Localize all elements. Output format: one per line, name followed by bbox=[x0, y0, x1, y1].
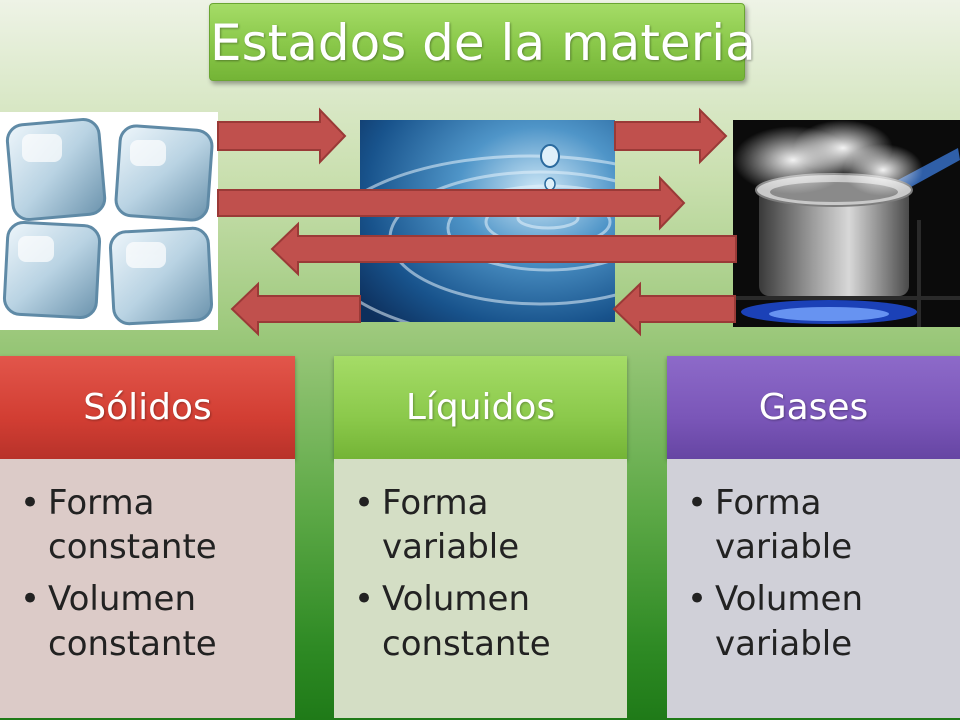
water-drop-image bbox=[360, 120, 615, 322]
card-solidos: Sólidos Forma constante Volumen constant… bbox=[0, 356, 295, 718]
card-body: Forma variable Volumen variable bbox=[667, 459, 960, 718]
list-item: Volumen constante bbox=[20, 577, 285, 665]
card-liquidos: Líquidos Forma variable Volumen constant… bbox=[334, 356, 627, 718]
card-heading: Sólidos bbox=[0, 356, 295, 459]
card-heading: Gases bbox=[667, 356, 960, 459]
ice-cubes-image bbox=[0, 112, 218, 330]
page-title: Estados de la materia bbox=[209, 3, 756, 81]
arrow-evaporation bbox=[614, 107, 728, 165]
card-gases: Gases Forma variable Volumen variable bbox=[667, 356, 960, 718]
arrow-melting bbox=[217, 107, 347, 165]
card-heading: Líquidos bbox=[334, 356, 627, 459]
list-item: Forma constante bbox=[20, 481, 285, 569]
list-item: Forma variable bbox=[687, 481, 950, 569]
list-item: Forma variable bbox=[354, 481, 617, 569]
card-body: Forma variable Volumen constante bbox=[334, 459, 627, 718]
boiling-pot-image bbox=[733, 120, 960, 327]
card-body: Forma constante Volumen constante bbox=[0, 459, 295, 718]
arrow-condensation bbox=[612, 281, 736, 337]
list-item: Volumen variable bbox=[687, 577, 950, 665]
arrow-solidification bbox=[230, 281, 361, 337]
list-item: Volumen constante bbox=[354, 577, 617, 665]
